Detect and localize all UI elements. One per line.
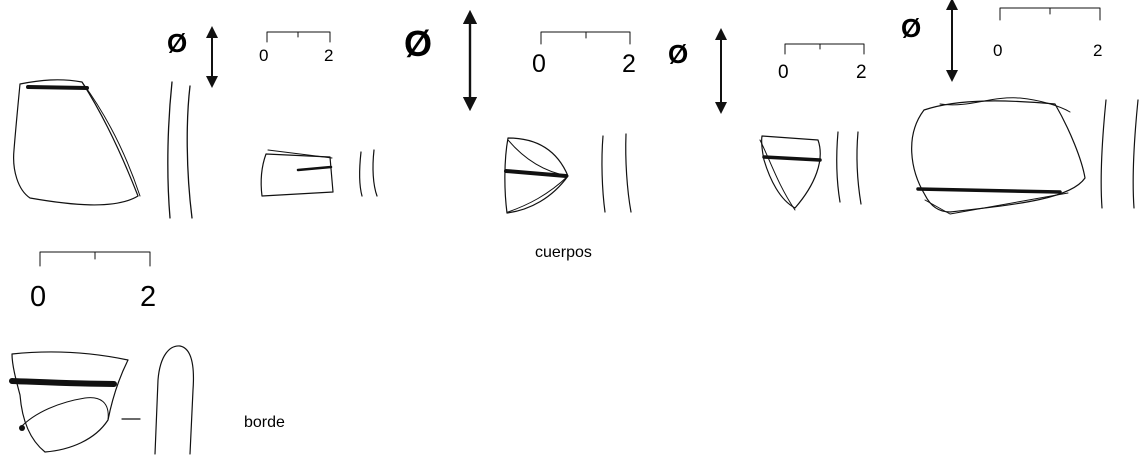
diameter-indicator-2: Ø bbox=[404, 9, 478, 112]
scale-bar-2: 0 2 bbox=[532, 31, 636, 78]
scale-bar-5: 0 2 bbox=[30, 251, 156, 313]
scale-max-label: 2 bbox=[856, 62, 867, 83]
scale-bar-3: 0 2 bbox=[778, 43, 867, 83]
body-sherd-1-profile bbox=[167, 81, 193, 219]
rim-sherd-profile bbox=[154, 345, 195, 455]
diameter-symbol: Ø bbox=[167, 28, 187, 58]
body-sherd-4 bbox=[759, 135, 822, 211]
body-sherd-5 bbox=[911, 97, 1086, 215]
diameter-symbol: Ø bbox=[404, 23, 432, 64]
diameter-symbol: Ø bbox=[668, 39, 688, 69]
scale-bar-4: 0 2 bbox=[993, 7, 1102, 60]
bodies-label: cuerpos bbox=[535, 244, 592, 261]
scale-bar-1: 0 2 bbox=[259, 31, 333, 65]
scale-min-label: 0 bbox=[259, 46, 268, 65]
diameter-indicator-3: Ø bbox=[668, 28, 727, 114]
body-sherd-2 bbox=[260, 149, 334, 197]
rim-label: borde bbox=[244, 414, 285, 431]
scale-max-label: 2 bbox=[622, 50, 636, 78]
scale-max-label: 2 bbox=[1093, 41, 1102, 60]
body-sherd-4-profile bbox=[836, 131, 862, 205]
scale-min-label: 0 bbox=[532, 50, 546, 78]
scale-max-label: 2 bbox=[324, 46, 333, 65]
body-sherd-2-profile bbox=[359, 149, 378, 197]
scale-min-label: 0 bbox=[778, 62, 789, 83]
body-sherd-5-profile bbox=[1100, 99, 1139, 209]
body-sherd-3-profile bbox=[601, 133, 632, 213]
body-sherd-3 bbox=[504, 137, 569, 214]
diameter-indicator-1: Ø bbox=[167, 26, 218, 88]
scale-min-label: 0 bbox=[30, 281, 46, 313]
body-sherd-1 bbox=[13, 79, 141, 206]
scale-max-label: 2 bbox=[140, 281, 156, 313]
scale-min-label: 0 bbox=[993, 41, 1002, 60]
diameter-symbol: Ø bbox=[901, 13, 921, 43]
diameter-indicator-4: Ø bbox=[901, 0, 958, 82]
rim-sherd bbox=[9, 351, 129, 453]
